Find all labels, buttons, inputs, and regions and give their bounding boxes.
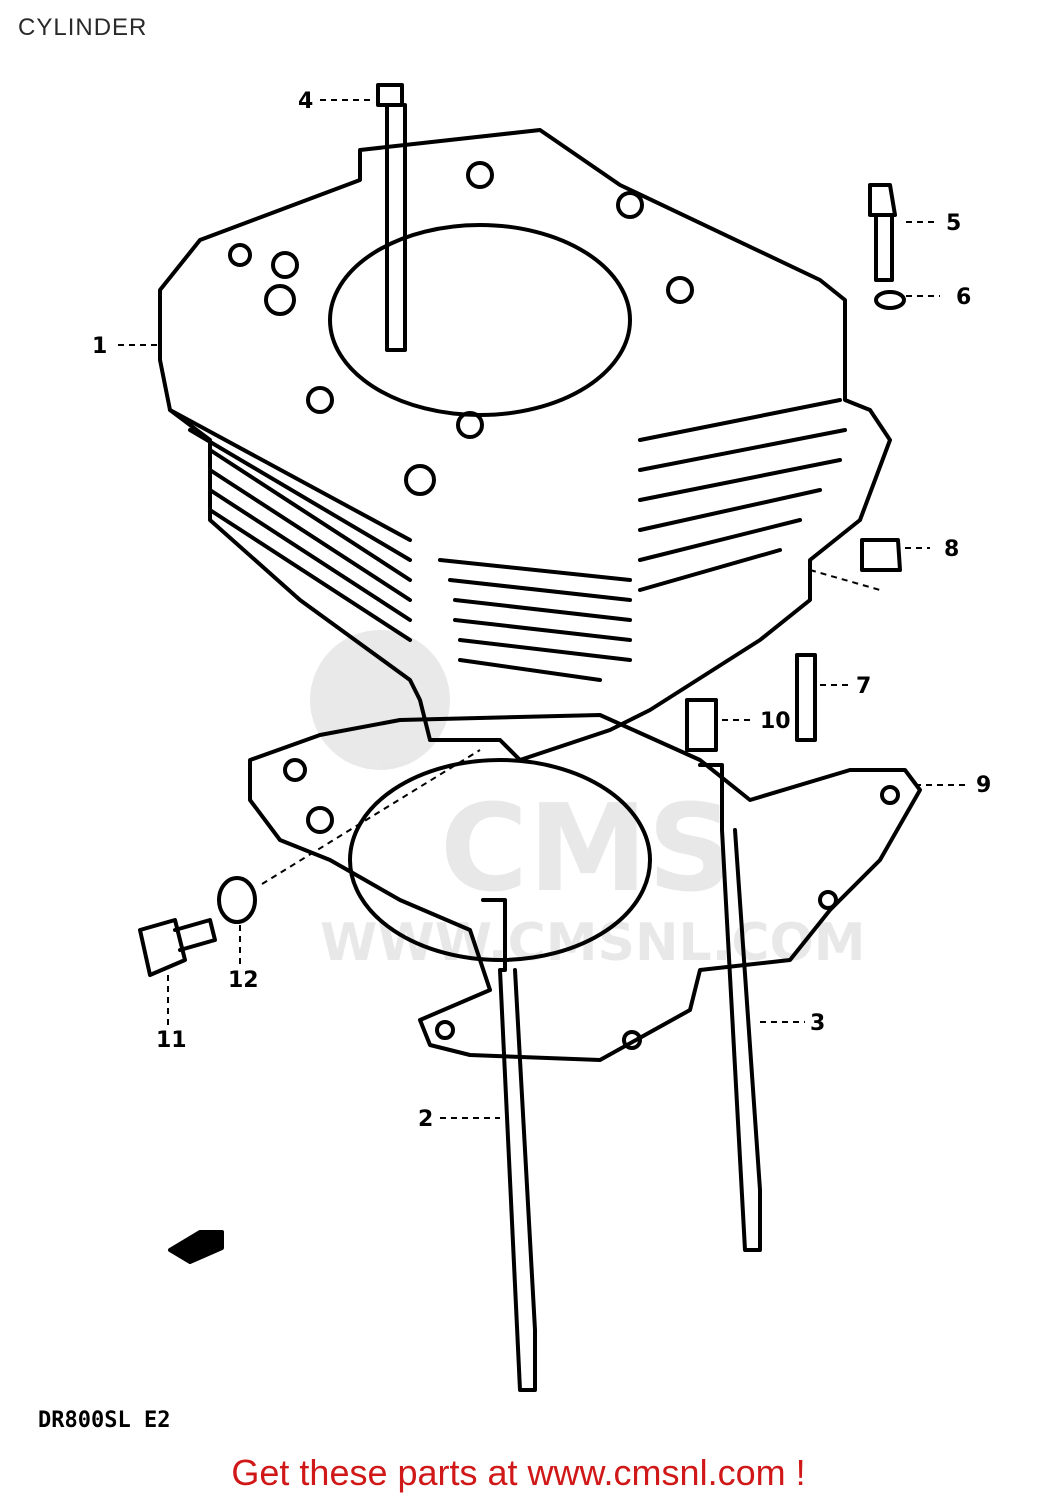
page-title: CYLINDER [18,14,148,41]
cylinder-gasket [248,713,922,1062]
washer-12 [217,876,257,924]
callout-12: 12 [228,968,259,993]
svg-text:CMS: CMS [440,780,734,919]
stud-2 [481,898,537,1392]
get-parts-link[interactable]: Get these parts at www.cmsnl.com ! [231,1452,806,1493]
cylinder-block [158,128,892,762]
bolt-11 [138,918,217,977]
callout-6: 6 [956,285,971,310]
bolt-5 [868,183,897,282]
part-callouts: 4 1 5 6 8 7 10 9 3 2 11 12 [92,89,991,1132]
callout-1: 1 [92,334,107,359]
gasket-bore [348,758,652,962]
callout-10: 10 [760,709,791,734]
callout-9: 9 [976,773,991,798]
stud-3 [698,763,762,1252]
callout-11: 11 [156,1028,187,1053]
model-code-label: DR800SL E2 [38,1408,171,1433]
cylinder-bore [328,223,632,417]
front-arrow-icon [168,1230,224,1264]
dowel-10 [685,698,718,752]
nut-8 [860,538,902,572]
callout-5: 5 [946,211,961,236]
callout-4: 4 [298,89,313,114]
cms-watermark: CMS WWW.CMSNL.COM [310,630,865,973]
stud-7 [795,653,817,742]
bolt-4 [376,83,407,352]
callout-8: 8 [944,537,959,562]
callout-7: 7 [856,674,871,699]
washer-6 [874,290,906,310]
callout-2: 2 [418,1107,433,1132]
callout-3: 3 [810,1011,825,1036]
svg-text:WWW.CMSNL.COM: WWW.CMSNL.COM [320,913,865,973]
